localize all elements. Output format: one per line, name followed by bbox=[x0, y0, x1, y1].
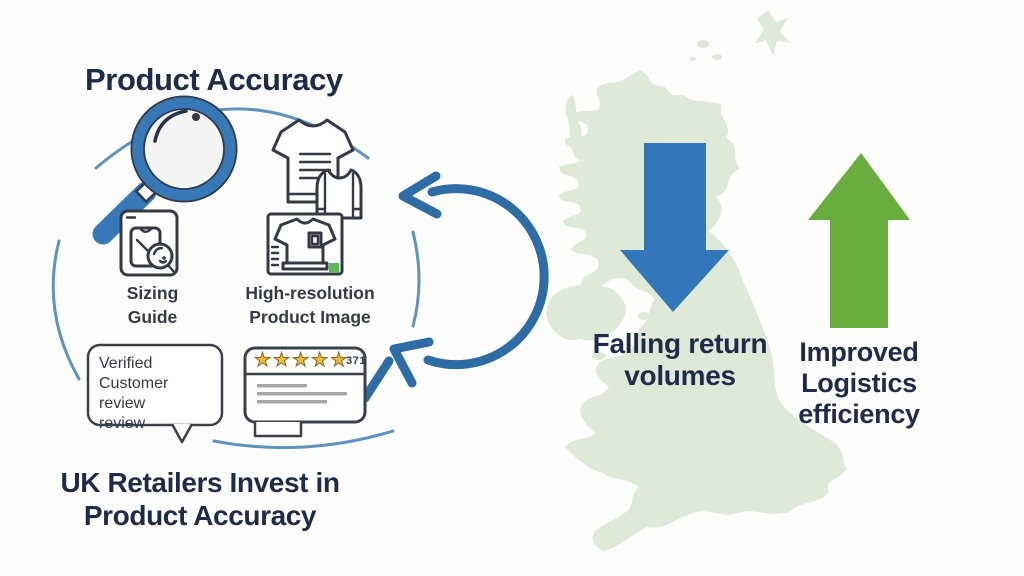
review-bubble-line: Verified bbox=[99, 355, 153, 372]
star-icon: ★ bbox=[273, 350, 291, 371]
sizing-guide-label: Sizing Guide bbox=[126, 283, 179, 327]
uk-map bbox=[546, 10, 847, 551]
star-icon: ★ bbox=[253, 350, 272, 371]
review-bubble-line: review bbox=[99, 415, 146, 432]
review-count: 371 bbox=[346, 355, 366, 367]
circular-refresh-arrow-icon bbox=[360, 171, 549, 403]
review-bubble-line: Customer review bbox=[99, 375, 169, 412]
footer-title: UK Retailers Invest in Product Accuracy bbox=[60, 467, 340, 532]
speech-bubble-icon: Verified Customer review review bbox=[86, 343, 226, 445]
falling-returns-label: Falling return volumes bbox=[592, 328, 768, 392]
star-icon: ★ bbox=[311, 350, 329, 371]
sizing-guide-tablet-icon bbox=[116, 208, 186, 285]
star-icon: ★ bbox=[292, 350, 310, 371]
page-title: Product Accuracy bbox=[85, 62, 343, 97]
review-bubble-text: Verified Customer review review bbox=[99, 354, 219, 434]
star-icon: ★ bbox=[330, 350, 348, 371]
down-arrow-icon bbox=[620, 143, 729, 312]
product-image-label: High-resolution Product Image bbox=[245, 283, 375, 327]
review-card-icon: ★★★★★ 371 bbox=[243, 346, 368, 438]
product-image-frame-icon bbox=[265, 211, 345, 284]
up-arrow-icon bbox=[808, 153, 910, 328]
logistics-efficiency-label: Improved Logistics efficiency bbox=[798, 337, 920, 430]
clothing-shirts-icon bbox=[253, 110, 375, 229]
star-row: ★★★★★ bbox=[253, 350, 348, 371]
